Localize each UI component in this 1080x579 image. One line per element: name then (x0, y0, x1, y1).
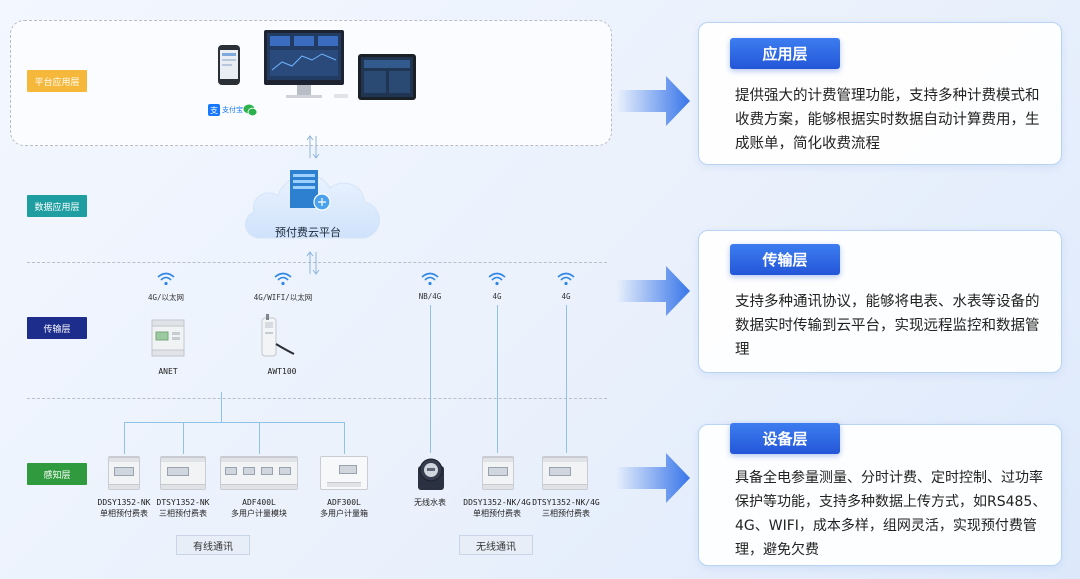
wifi-icon (488, 272, 506, 286)
wechat-icon (243, 104, 257, 117)
awt100-module-icon (261, 314, 295, 357)
alipay-icon: 支 (208, 104, 220, 116)
bus-line (259, 422, 260, 454)
network-label: 4G/WIFI/以太网 (253, 293, 313, 302)
bus-line (124, 422, 125, 454)
wifi-icon (157, 272, 175, 286)
link-line (497, 305, 498, 453)
separator-line (27, 262, 607, 263)
separator-line (27, 398, 607, 399)
bus-line (183, 422, 184, 454)
wifi-icon (421, 272, 439, 286)
gateway-label: ANET (158, 367, 178, 376)
device-label: 无线水表 (414, 498, 446, 507)
alipay-label: 支付宝 (222, 106, 243, 114)
layer-tag-transport: 传输层 (27, 317, 87, 339)
architecture-diagram: 平台应用层 数据应用层 传输层 感知层 支 支付宝 (10, 20, 612, 555)
device-layer-title: 设备层 (730, 423, 840, 454)
application-layer-title: 应用层 (730, 38, 840, 69)
wired-comm-tag: 有线通讯 (176, 535, 250, 555)
layer-tag-sensing: 感知层 (27, 463, 87, 485)
link-line (430, 305, 431, 453)
terminal-devices-icon (218, 30, 416, 100)
sync-arrows-icon (306, 251, 320, 275)
network-label: 4G/以太网 (147, 293, 185, 302)
sync-arrows-icon (306, 135, 320, 159)
network-label: 4G (492, 292, 502, 301)
bus-line (124, 422, 344, 423)
bus-line (344, 422, 345, 454)
network-label: 4G (561, 292, 571, 301)
dtsy-meter-icon (160, 456, 206, 490)
layer-tag-platform: 平台应用层 (27, 70, 87, 92)
anet-gateway-icon (151, 319, 185, 357)
water-meter-icon (418, 458, 444, 490)
arrow-right-icon (616, 76, 690, 126)
dtsy-4g-meter-icon (542, 456, 588, 490)
network-label: NB/4G (418, 292, 442, 301)
link-line (566, 305, 567, 453)
ddsy-4g-meter-icon (482, 456, 514, 490)
device-layer-text: 具备全电参量测量、分时计费、定时控制、过功率保护等功能，支持多种数据上传方式，如… (735, 470, 1047, 558)
transport-layer-text: 支持多种通讯协议，能够将电表、水表等设备的数据实时传输到云平台，实现远程监控和数… (735, 294, 1040, 358)
ddsy-meter-icon (108, 456, 140, 490)
adf400l-module-icon (220, 456, 298, 490)
cloud-icon (245, 170, 380, 239)
arrow-right-icon (616, 266, 690, 316)
adf300l-box-icon (320, 456, 368, 490)
cloud-platform-label: 预付费云平台 (275, 226, 341, 239)
wireless-comm-tag: 无线通讯 (459, 535, 533, 555)
bus-line (221, 392, 222, 422)
application-layer-text: 提供强大的计费管理功能，支持多种计费模式和收费方案，能够根据实时数据自动计算费用… (735, 88, 1040, 152)
arrow-right-icon (616, 453, 690, 503)
gateway-label: AWT100 (267, 367, 297, 376)
transport-layer-title: 传输层 (730, 244, 840, 275)
wifi-icon (274, 272, 292, 286)
wifi-icon (557, 272, 575, 286)
layer-tag-data: 数据应用层 (27, 195, 87, 217)
